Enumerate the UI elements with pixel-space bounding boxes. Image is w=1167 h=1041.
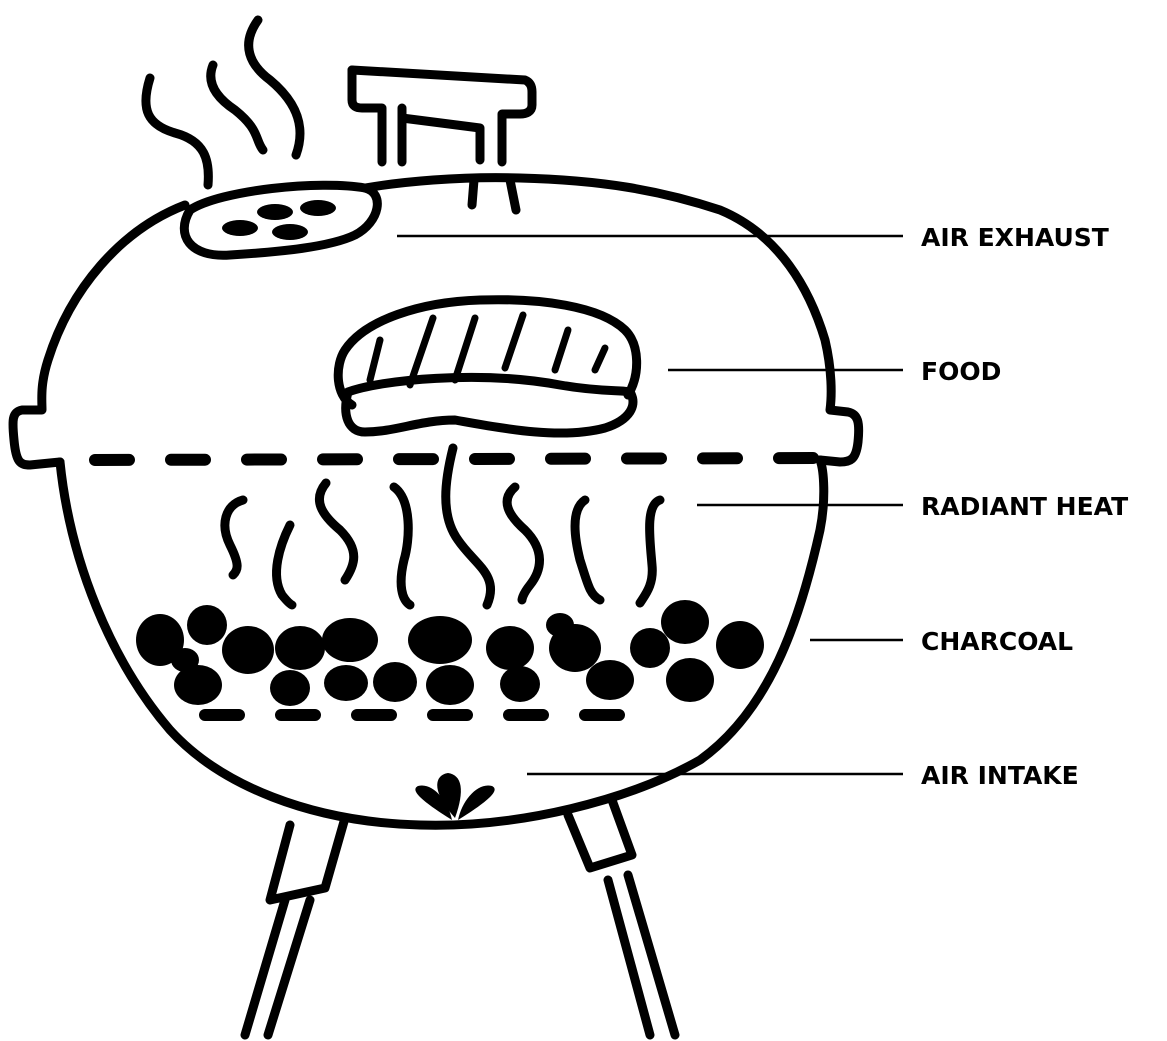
label-radiant-heat: RADIANT HEAT <box>921 494 1128 519</box>
radiant-heat-waves <box>225 448 660 605</box>
smoke-wisps <box>146 20 300 185</box>
label-air-exhaust: AIR EXHAUST <box>921 225 1109 250</box>
grill-legs <box>245 800 675 1035</box>
charcoal-briquettes <box>136 600 764 706</box>
label-air-intake: AIR INTAKE <box>921 763 1079 788</box>
label-charcoal: CHARCOAL <box>921 629 1073 654</box>
air-intake-vent <box>415 773 494 820</box>
food-steak <box>338 300 636 433</box>
air-exhaust-vent <box>184 185 377 255</box>
label-food: FOOD <box>921 359 1001 384</box>
cooking-grate <box>95 458 820 460</box>
